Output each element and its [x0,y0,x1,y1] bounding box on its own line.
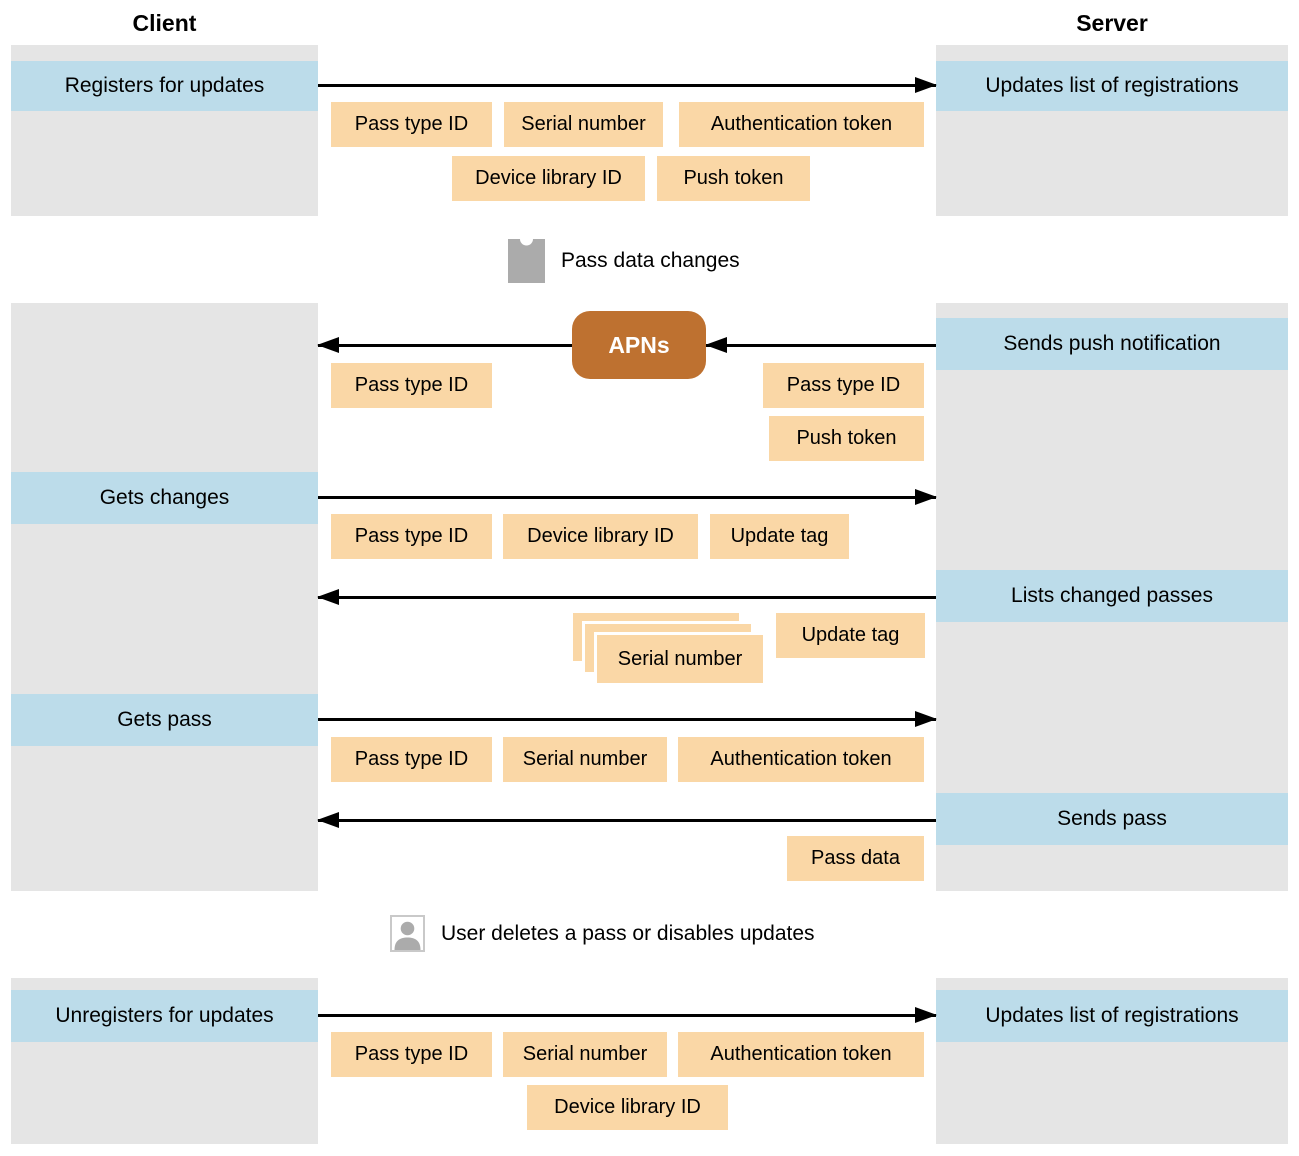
server-header: Server [1076,10,1148,36]
client-column-registration: Registers for updates [11,45,318,216]
param-update-tag: Update tag [776,613,925,658]
param-serial-number: Serial number [504,102,663,147]
event-updates-list-of-registrations: Updates list of registrations [936,61,1288,111]
note-pass-data-changes-label: Pass data changes [561,249,740,272]
send-pass-arrow [317,812,936,828]
note-user-deletes: User deletes a pass or disables updates [390,915,815,952]
get-pass-arrow [318,711,937,727]
param-pass-type-id: Pass type ID [763,363,924,408]
list-changed-passes-arrow [317,589,936,605]
param-device-library-id: Device library ID [503,514,698,559]
param-authentication-token: Authentication token [678,1032,924,1077]
register-message-arrow [318,77,937,93]
event-registers-for-updates: Registers for updates [11,61,318,111]
note-user-deletes-label: User deletes a pass or disables updates [441,921,815,945]
event-lists-changed-passes: Lists changed passes [936,570,1288,622]
client-column-update: Gets changes Gets pass [11,303,318,891]
event-gets-changes: Gets changes [11,472,318,524]
apns-node: APNs [572,311,706,379]
server-column-registration: Updates list of registrations [936,45,1288,216]
event-sends-pass: Sends pass [936,793,1288,845]
param-serial-number: Serial number [503,737,667,782]
get-changes-arrow [318,489,937,505]
param-pass-type-id: Pass type ID [331,1032,492,1077]
client-header: Client [132,10,197,36]
pass-icon [508,239,545,283]
event-updates-list-of-registrations: Updates list of registrations [936,990,1288,1042]
client-column-unregistration: Unregisters for updates [11,978,318,1144]
param-serial-number: Serial number [503,1032,667,1077]
param-pass-data: Pass data [787,836,924,881]
server-column-unregistration: Updates list of registrations [936,978,1288,1144]
param-push-token: Push token [769,416,924,461]
param-update-tag: Update tag [710,514,849,559]
apns-to-client-arrow [317,337,572,353]
param-serial-number-stack: Serial number [594,632,766,686]
param-authentication-token: Authentication token [679,102,924,147]
param-pass-type-id: Pass type ID [331,514,492,559]
unregister-message-arrow [318,1007,937,1023]
server-column-update: Sends push notification Lists changed pa… [936,303,1288,891]
param-pass-type-id: Pass type ID [331,102,492,147]
user-icon [390,915,425,952]
param-device-library-id: Device library ID [452,156,645,201]
param-authentication-token: Authentication token [678,737,924,782]
param-pass-type-id: Pass type ID [331,737,492,782]
event-gets-pass: Gets pass [11,694,318,746]
server-to-apns-arrow [705,337,936,353]
param-pass-type-id: Pass type ID [331,363,492,408]
event-unregisters-for-updates: Unregisters for updates [11,990,318,1042]
param-device-library-id: Device library ID [527,1085,728,1130]
param-push-token: Push token [657,156,810,201]
note-pass-data-changes: Pass data changes [508,239,740,283]
event-sends-push-notification: Sends push notification [936,318,1288,370]
